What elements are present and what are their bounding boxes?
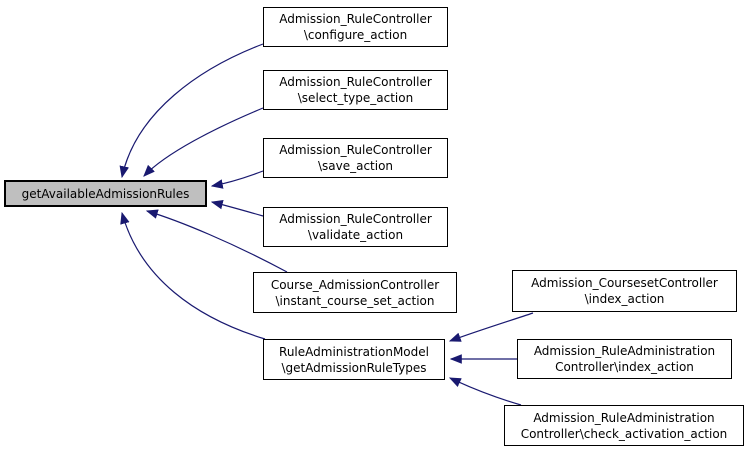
node-label-line2: Controller\index_action [555,360,694,374]
edge-configure-to-main [119,43,264,179]
edge-save-to-main [210,170,264,189]
node-label-line2: \index_action [584,292,665,306]
edge-select-type-to-main [143,107,264,177]
node-label: getAvailableAdmissionRules [21,186,190,201]
node-label-line2: \validate_action [307,228,404,242]
node-label-line1: Admission_RuleController [279,75,432,89]
node-label-line1: Admission_RuleController [279,143,432,157]
edge-instant-course-set-to-main [145,209,288,273]
node-label-line2: \configure_action [303,28,408,42]
node-courseset-index-action[interactable]: Admission_CoursesetController \index_act… [512,270,737,312]
node-label-line2: \getAdmissionRuleTypes [281,360,427,375]
node-get-available-admission-rules[interactable]: getAvailableAdmissionRules [4,180,207,207]
node-ruleadministration-check-activation-action[interactable]: Admission_RuleAdministration Controller\… [504,405,744,446]
edge-courseset-index-to-rule-types [448,312,534,342]
edge-ruleadmin-check-to-rule-types [448,377,522,406]
node-label-line2: \save_action [317,159,394,173]
node-validate-action[interactable]: Admission_RuleController \validate_actio… [263,207,448,247]
node-label-line2: Controller\check_activation_action [520,426,728,441]
node-label-line1: Admission_RuleController [279,212,432,226]
node-label-line2: \instant_course_set_action [275,293,435,308]
node-label-line1: Admission_CoursesetController [531,276,718,290]
node-select-type-action[interactable]: Admission_RuleController \select_type_ac… [263,70,448,110]
node-label-line1: RuleAdministrationModel [279,344,429,359]
node-instant-course-set-action[interactable]: Course_AdmissionController \instant_cour… [253,272,457,313]
edge-rule-types-to-main [120,211,266,340]
edge-validate-to-main [210,199,264,217]
node-ruleadministration-index-action[interactable]: Admission_RuleAdministration Controller\… [517,339,732,379]
node-label-line1: Course_AdmissionController [270,277,440,292]
node-configure-action[interactable]: Admission_RuleController \configure_acti… [263,7,448,47]
node-label-line1: Admission_RuleAdministration [533,344,716,358]
node-label-line2: \select_type_action [297,91,414,105]
node-label-line1: Admission_RuleAdministration [533,410,715,425]
node-get-admission-rule-types[interactable]: RuleAdministrationModel \getAdmissionRul… [263,339,445,380]
node-label-line1: Admission_RuleController [279,12,432,26]
node-save-action[interactable]: Admission_RuleController \save_action [263,138,448,178]
